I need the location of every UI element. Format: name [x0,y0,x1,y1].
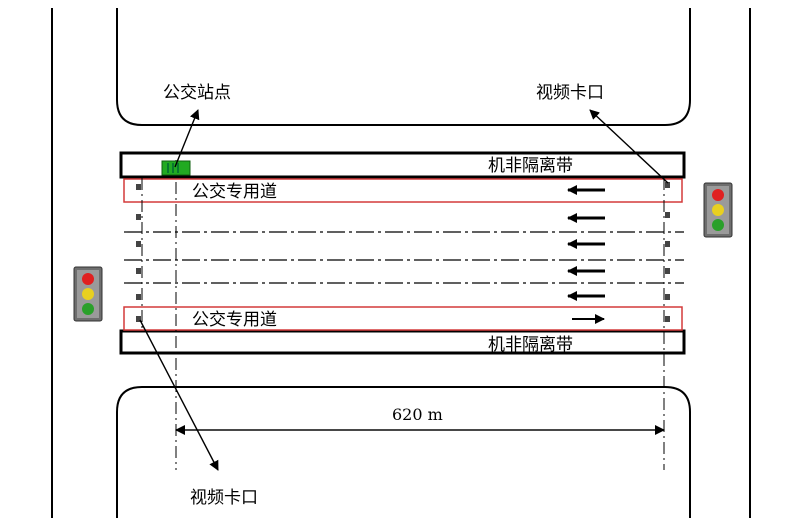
yellow-light-icon [82,288,94,300]
lane-lines [124,231,684,284]
camera-markers [136,182,670,322]
city-block-bottom [116,386,691,518]
traffic-light-right [703,182,733,238]
separator-top [119,151,686,179]
separator-label-bottom: 机非隔离带 [488,335,573,355]
annotation-pointers [139,109,669,471]
red-light-icon [712,189,724,201]
bus-lane-label-bottom: 公交专用道 [192,310,277,330]
camera-label-bottom: 视频卡口 [190,488,258,508]
bus-stop-label: 公交站点 [163,83,231,103]
traffic-light-left [73,266,103,322]
bus-lane-label-top: 公交专用道 [192,182,277,202]
city-block-top [116,8,691,126]
green-light-icon [712,219,724,231]
separator-label-top: 机非隔离带 [488,156,573,176]
yellow-light-icon [712,204,724,216]
bus-lane-bottom [123,306,683,331]
lane-arrows [567,185,605,324]
bus-lane-top [123,178,683,203]
red-light-icon [82,273,94,285]
distance-label: 620 m [392,405,443,424]
separator-bottom [119,329,686,355]
bus-stop-icon [161,160,191,176]
camera-label-top: 视频卡口 [536,83,604,103]
green-light-icon [82,303,94,315]
section-boundaries [141,160,665,470]
